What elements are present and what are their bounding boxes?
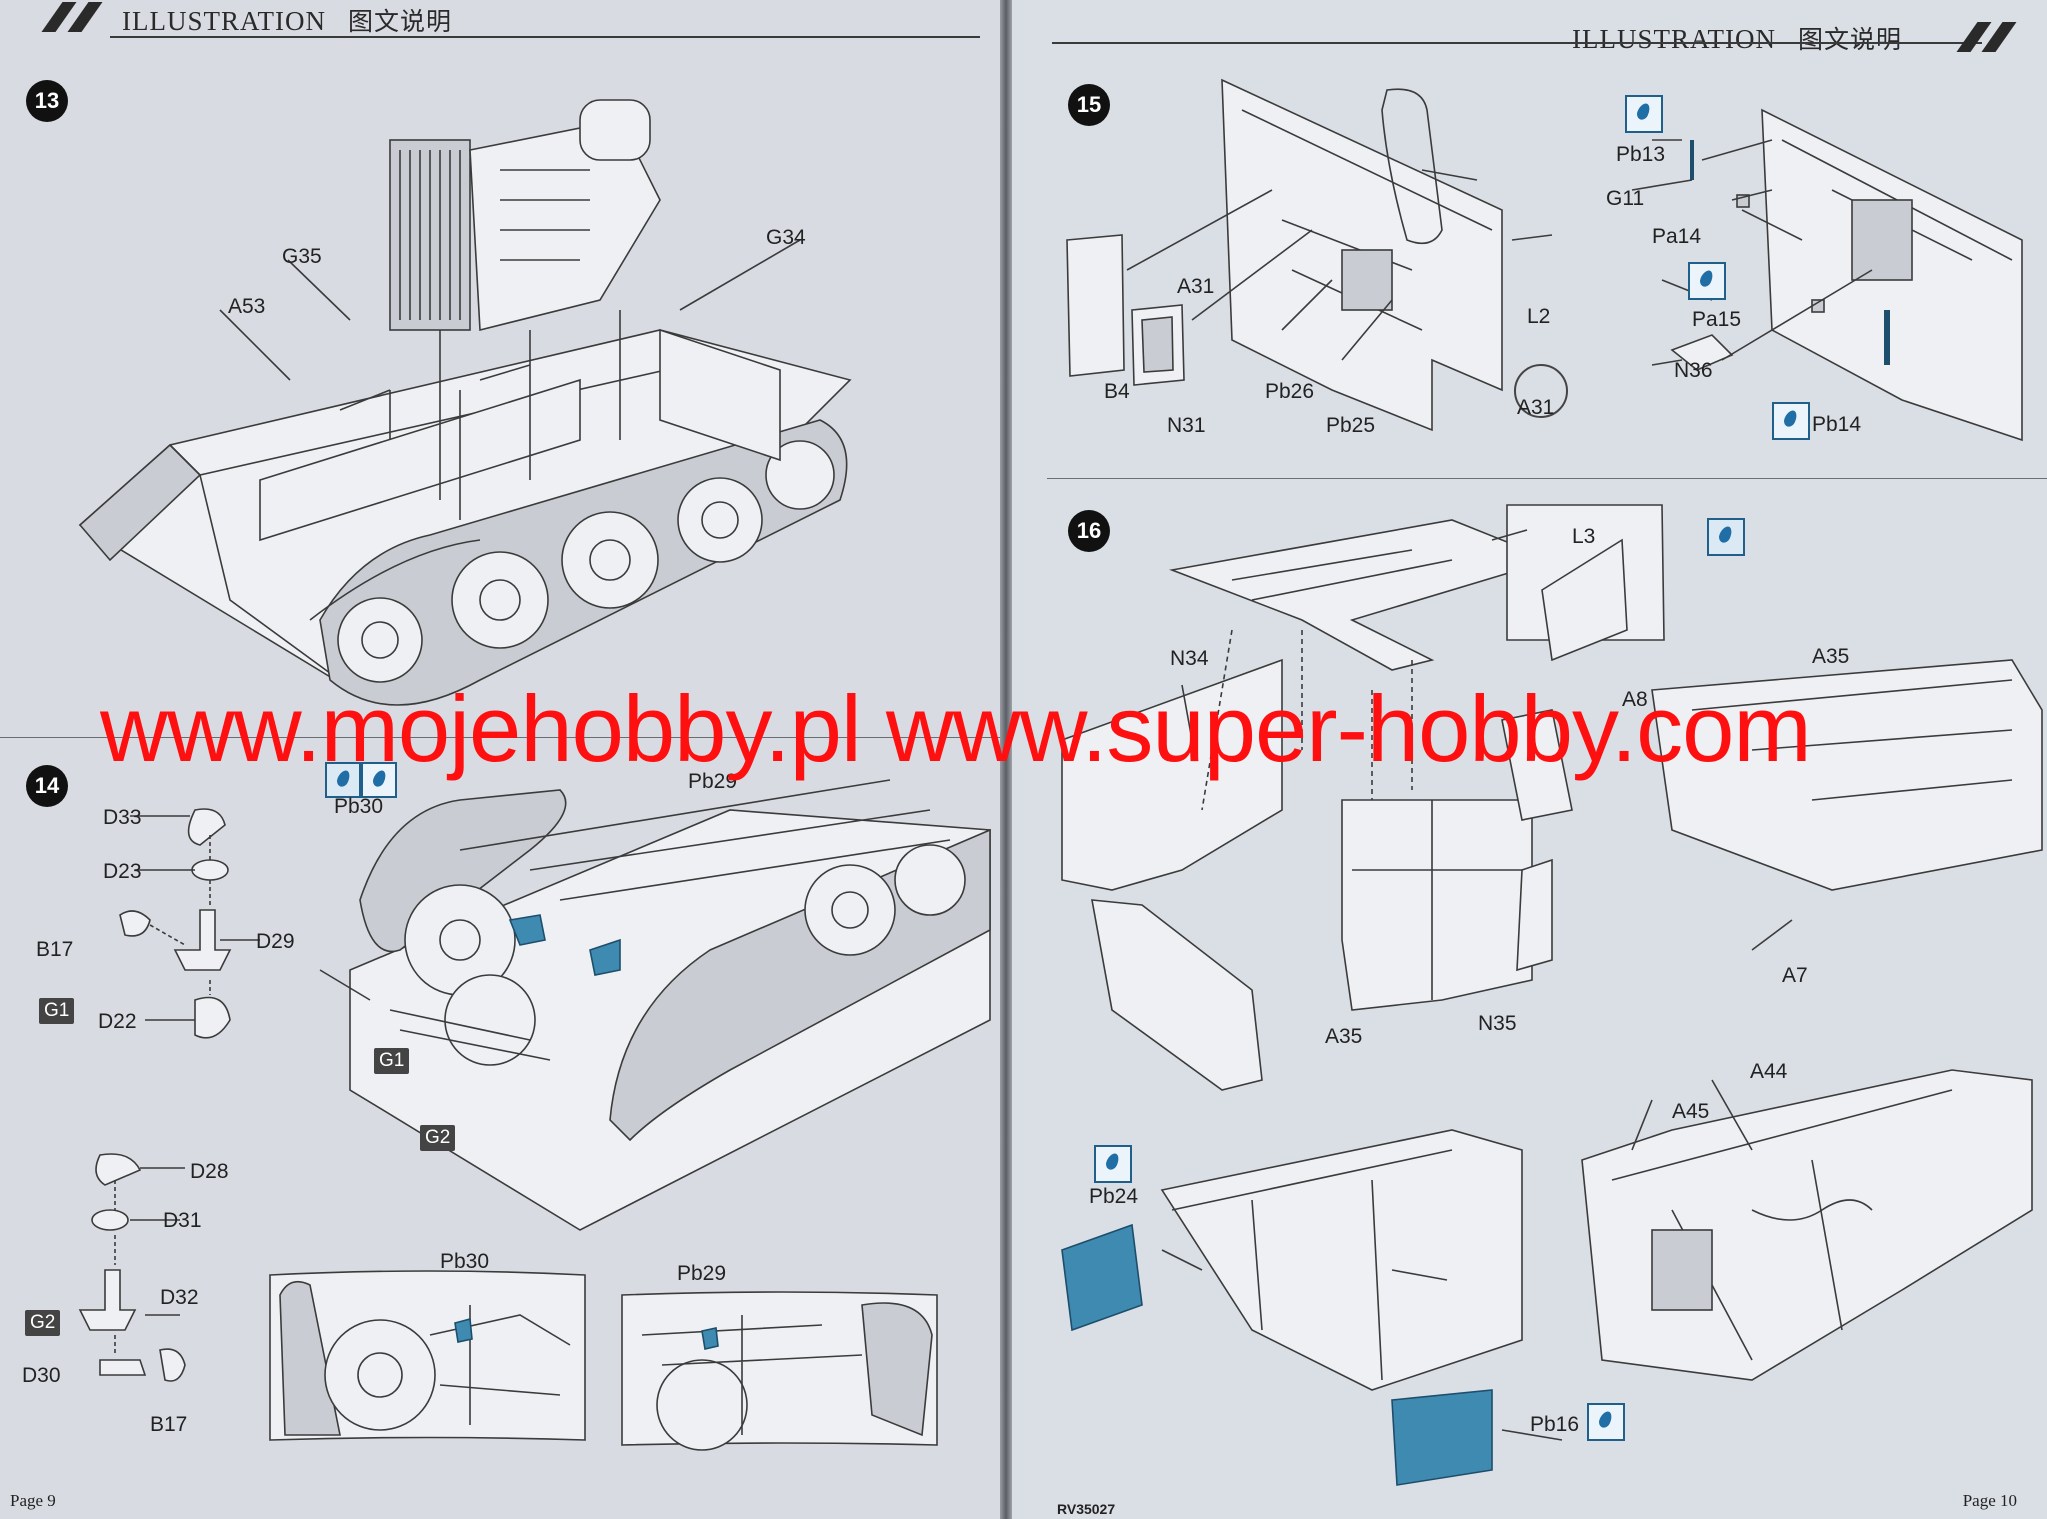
header-rule — [110, 36, 980, 38]
paint-drop-icon — [1587, 1403, 1625, 1441]
step-16-illustration — [1061, 504, 2043, 1486]
subassembly-tag-g2: G2 — [25, 1310, 61, 1336]
step-14-illustration — [319, 779, 991, 1231]
part-label: A45 — [1672, 1100, 1710, 1123]
header-rule — [1052, 42, 1982, 44]
part-label: D33 — [103, 806, 142, 829]
step-divider — [1047, 478, 2047, 479]
part-label: Pb24 — [1089, 1185, 1139, 1208]
step-13-illustration — [78, 99, 852, 706]
part-label: D30 — [22, 1364, 61, 1387]
part-label: D23 — [103, 860, 142, 883]
part-label: Pb25 — [1326, 414, 1376, 437]
part-label: L3 — [1572, 525, 1596, 548]
part-label: Pa14 — [1652, 225, 1702, 248]
part-label: B17 — [36, 938, 74, 961]
paint-drop-icon — [1094, 1145, 1132, 1183]
part-label: N34 — [1170, 647, 1209, 670]
part-label: Pb14 — [1812, 413, 1862, 436]
g1-subassembly — [119, 808, 260, 1039]
part-label: Pb30 — [440, 1250, 490, 1273]
step-divider — [0, 737, 1000, 738]
part-label: A7 — [1782, 964, 1808, 987]
circle-part-icon — [1514, 364, 1568, 418]
part-label: Pb30 — [334, 795, 384, 818]
part-label: A31 — [1177, 275, 1215, 298]
step-15-illustration — [1066, 78, 2023, 442]
subassembly-tag-g1: G1 — [374, 1048, 410, 1074]
step-number-14: 14 — [26, 765, 68, 807]
detail-inset-pb29 — [621, 1291, 938, 1451]
part-label: L2 — [1527, 305, 1551, 328]
page-number-right: Page 10 — [1962, 1491, 2017, 1510]
part-label: A35 — [1812, 645, 1850, 668]
part-label: A44 — [1750, 1060, 1788, 1083]
part-label: D32 — [160, 1286, 199, 1309]
fold-bend-icon — [325, 762, 361, 798]
part-label: A53 — [228, 295, 266, 318]
part-label: Pb13 — [1616, 143, 1666, 166]
detail-inset-pb30 — [269, 1270, 586, 1441]
kit-code: RV35027 — [1057, 1501, 1116, 1517]
part-label: G35 — [282, 245, 322, 268]
paint-drop-icon — [1772, 402, 1810, 440]
part-label: Pb26 — [1265, 380, 1315, 403]
part-label: A31 — [1517, 396, 1555, 419]
watermark-text: www.mojehobby.pl www.super-hobby.com — [100, 676, 1812, 781]
part-label: D28 — [190, 1160, 229, 1183]
part-label: D31 — [163, 1209, 202, 1232]
page-number-left: Page 9 — [10, 1491, 56, 1510]
part-label: B17 — [150, 1413, 188, 1436]
part-label: A8 — [1622, 688, 1648, 711]
part-label: G34 — [766, 226, 806, 249]
book-gutter — [1000, 0, 1012, 1519]
part-label: B4 — [1104, 380, 1130, 403]
paint-drop-icon — [361, 762, 397, 798]
subassembly-tag-g1: G1 — [39, 998, 75, 1024]
part-label: Pb29 — [688, 770, 738, 793]
paint-drop-icon — [1688, 262, 1726, 300]
part-label: G11 — [1606, 187, 1645, 210]
step-number-13: 13 — [26, 80, 68, 122]
subassembly-tag-g2: G2 — [420, 1125, 456, 1151]
part-label: N35 — [1478, 1012, 1517, 1035]
fold-bend-icon — [1707, 518, 1745, 556]
part-label: A35 — [1325, 1025, 1363, 1048]
part-label: Pb29 — [677, 1262, 727, 1285]
paint-drop-icon — [1625, 95, 1663, 133]
step-number-15: 15 — [1068, 84, 1110, 126]
g2-subassembly — [78, 1153, 186, 1382]
part-label: N36 — [1674, 359, 1713, 382]
part-label: Pa15 — [1692, 308, 1742, 331]
part-label: N31 — [1167, 414, 1206, 437]
part-label: D29 — [256, 930, 295, 953]
step-number-16: 16 — [1068, 510, 1110, 552]
part-label: Pb16 — [1530, 1413, 1580, 1436]
part-label: D22 — [98, 1010, 137, 1033]
